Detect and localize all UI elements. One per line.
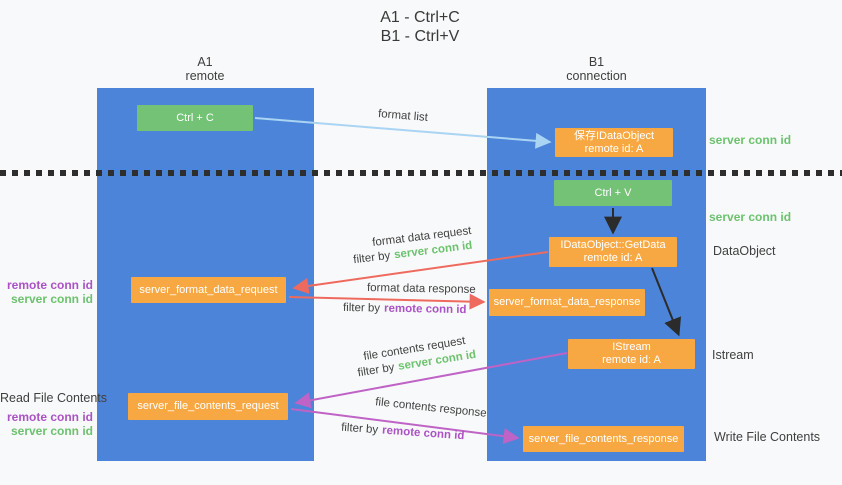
save-idataobject-line2: remote id: A [584, 142, 644, 155]
remote-conn-id-key: remote conn id [383, 302, 467, 317]
save-idataobject-node: 保存IDataObject remote id: A [555, 128, 673, 157]
server-conn-id-annotation-file: server conn id [10, 424, 93, 438]
server-file-contents-response-node: server_file_contents_response [523, 426, 684, 452]
server-conn-id-annotation-mid: server conn id [709, 210, 792, 224]
column-a-name: A1 [197, 55, 213, 69]
idataobject-getdata-node: IDataObject::GetData remote id: A [549, 237, 677, 267]
getdata-line2: remote id: A [583, 252, 643, 264]
dataobject-annotation: DataObject [713, 244, 776, 258]
ctrl-v-node: Ctrl + V [554, 180, 672, 206]
title-line-1: A1 - Ctrl+C [380, 9, 460, 26]
server-file-contents-request-node: server_file_contents_request [128, 393, 288, 420]
remote-conn-id-annotation-format: remote conn id [6, 278, 93, 292]
server-conn-id-annotation-top: server conn id [709, 133, 792, 147]
istream-node: IStream remote id: A [568, 339, 695, 369]
filter-by-text: filter by [340, 421, 379, 437]
write-file-contents-annotation: Write File Contents [714, 430, 821, 444]
istream-annotation: Istream [712, 348, 754, 362]
format-data-response-label: format data response [366, 282, 476, 296]
filter-by-text: filter by [352, 249, 391, 267]
save-idataobject-line1: 保存IDataObject [573, 129, 655, 142]
column-a-header: A1 remote [150, 55, 260, 83]
remote-conn-id-annotation-file: remote conn id [6, 410, 93, 424]
filter-by-text: filter by [356, 361, 396, 380]
column-a-role: remote [185, 69, 225, 83]
format-data-response-arrow [288, 293, 486, 310]
read-file-contents-annotation: Read File Contents [0, 391, 108, 405]
server-conn-id-annotation-format: server conn id [10, 292, 93, 306]
format-data-response-filter-label: filter by remote conn id [343, 302, 467, 316]
column-b-header: B1 connection [540, 55, 653, 83]
server-format-data-request-node: server_format_data_request [131, 277, 286, 303]
istream-line2: remote id: A [602, 354, 661, 366]
filter-by-text: filter by [342, 301, 381, 315]
format-list-label: format list [377, 108, 429, 124]
column-b-name: B1 [588, 55, 605, 69]
istream-line1: IStream [612, 341, 651, 353]
getdata-line1: IDataObject::GetData [560, 239, 666, 251]
file-contents-response-label: file contents response [374, 396, 488, 420]
remote-conn-id-key: remote conn id [381, 424, 465, 443]
diagram-title: A1 - Ctrl+C B1 - Ctrl+V [300, 8, 540, 46]
ctrl-c-node: Ctrl + C [137, 105, 253, 131]
file-contents-response-filter-label: filter by remote conn id [341, 422, 465, 443]
column-b-role: connection [566, 69, 627, 83]
server-format-data-response-node: server_format_data_response [489, 289, 645, 316]
title-line-2: B1 - Ctrl+V [380, 28, 460, 45]
